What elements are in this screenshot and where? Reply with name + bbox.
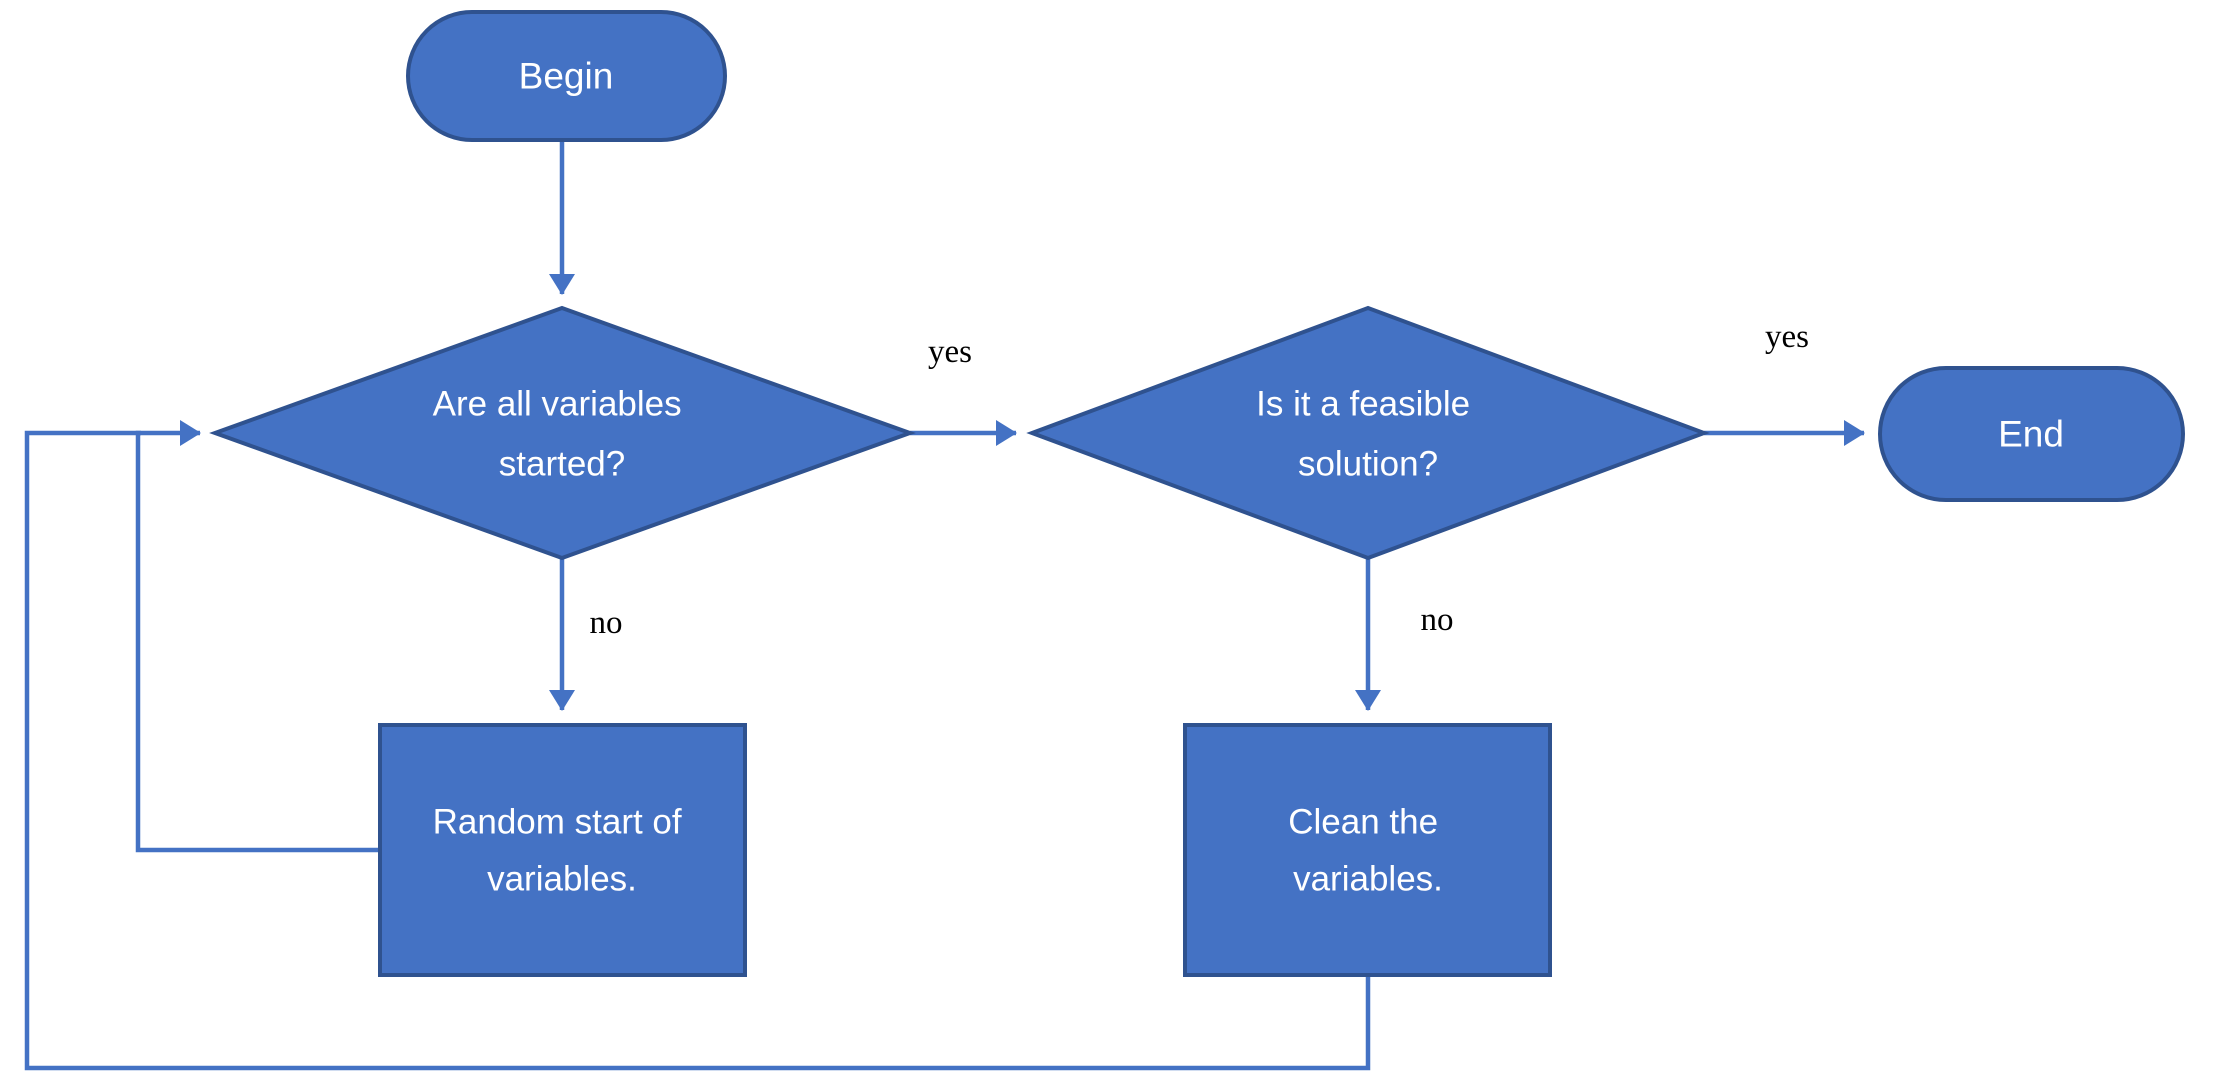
node-begin: Begin: [406, 10, 727, 142]
process2-label: Clean the variables.: [1288, 791, 1448, 899]
decision1-diamond-shape: [209, 305, 916, 561]
decision2-label: Is it a feasible solution?: [1256, 373, 1480, 484]
end-label: End: [1998, 414, 2064, 455]
process1-label: Random start of variables.: [433, 791, 692, 899]
node-end: End: [1878, 366, 2185, 502]
end-terminator-shape: [1878, 366, 2185, 502]
edge-process2-loop-to-decision1: [24, 430, 1371, 1071]
process1-label-line2: variables.: [487, 860, 637, 899]
process1-rect-shape: [378, 723, 747, 977]
process2-label-line2: variables.: [1293, 860, 1443, 899]
edge-label-decision1-yes: yes: [928, 334, 972, 370]
edge-process1-loop-to-decision1: [135, 420, 380, 853]
process2-label-line1: Clean the: [1288, 803, 1438, 842]
edge-label-decision2-yes: yes: [1765, 319, 1809, 355]
decision1-label-line2: started?: [499, 445, 625, 484]
node-process-clean-variables: Clean the variables.: [1183, 723, 1552, 977]
decision2-label-line1: Is it a feasible: [1256, 385, 1470, 424]
decision1-label-line1: Are all variables: [433, 385, 682, 424]
edge-label-decision2-no: no: [1421, 602, 1454, 638]
node-process-random-start: Random start of variables.: [378, 723, 747, 977]
decision1-label: Are all variables started?: [433, 373, 692, 484]
node-decision-feasible-solution: Is it a feasible solution?: [1026, 305, 1710, 561]
begin-terminator-shape: [406, 10, 727, 142]
begin-label: Begin: [519, 56, 614, 97]
node-decision-variables-started: Are all variables started?: [209, 305, 916, 561]
decision2-label-line2: solution?: [1298, 445, 1438, 484]
edge-label-decision1-no: no: [590, 605, 623, 641]
decision2-diamond-shape: [1026, 305, 1710, 561]
process2-rect-shape: [1183, 723, 1552, 977]
process1-label-line1: Random start of: [433, 803, 682, 842]
